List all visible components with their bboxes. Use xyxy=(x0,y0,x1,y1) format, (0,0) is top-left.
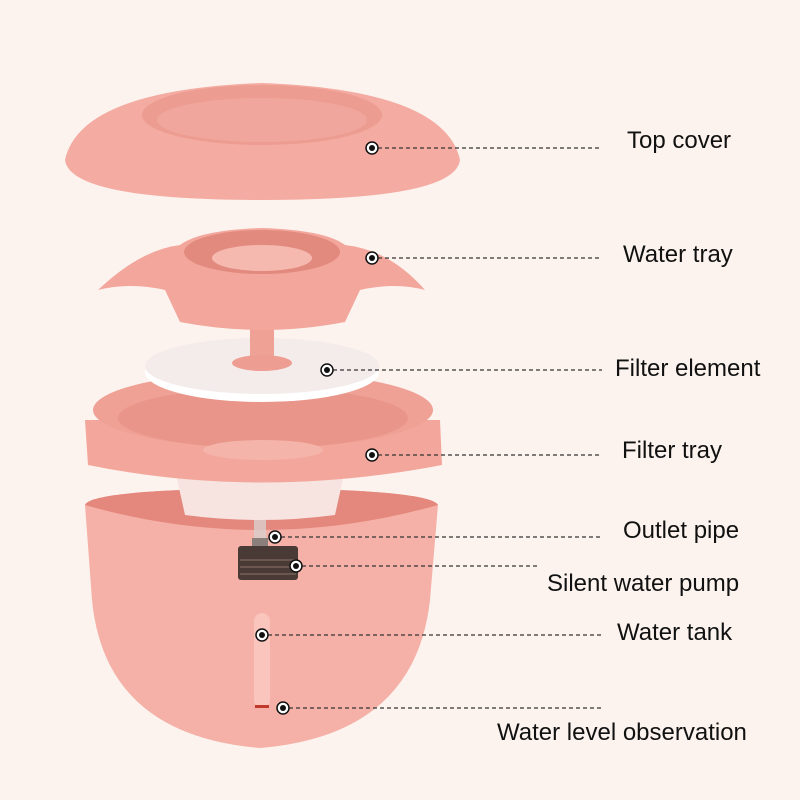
label-filter-element: Filter element xyxy=(615,355,761,382)
label-water-level-observation: Water level observation xyxy=(497,719,747,746)
label-outlet-pipe: Outlet pipe xyxy=(623,517,740,544)
label-top-cover: Top cover xyxy=(627,127,732,154)
silent-water-pump xyxy=(238,520,298,580)
callout-dots xyxy=(255,141,379,715)
water-tray xyxy=(98,228,425,330)
top-cover xyxy=(65,83,460,200)
callout-lines xyxy=(268,147,602,709)
label-silent-water-pump: Silent water pump xyxy=(547,570,740,597)
filter-element xyxy=(145,325,379,402)
label-water-tray: Water tray xyxy=(623,241,733,268)
label-filter-tray: Filter tray xyxy=(622,437,723,464)
label-water-tank: Water tank xyxy=(617,619,733,646)
water-level-window xyxy=(254,613,270,708)
